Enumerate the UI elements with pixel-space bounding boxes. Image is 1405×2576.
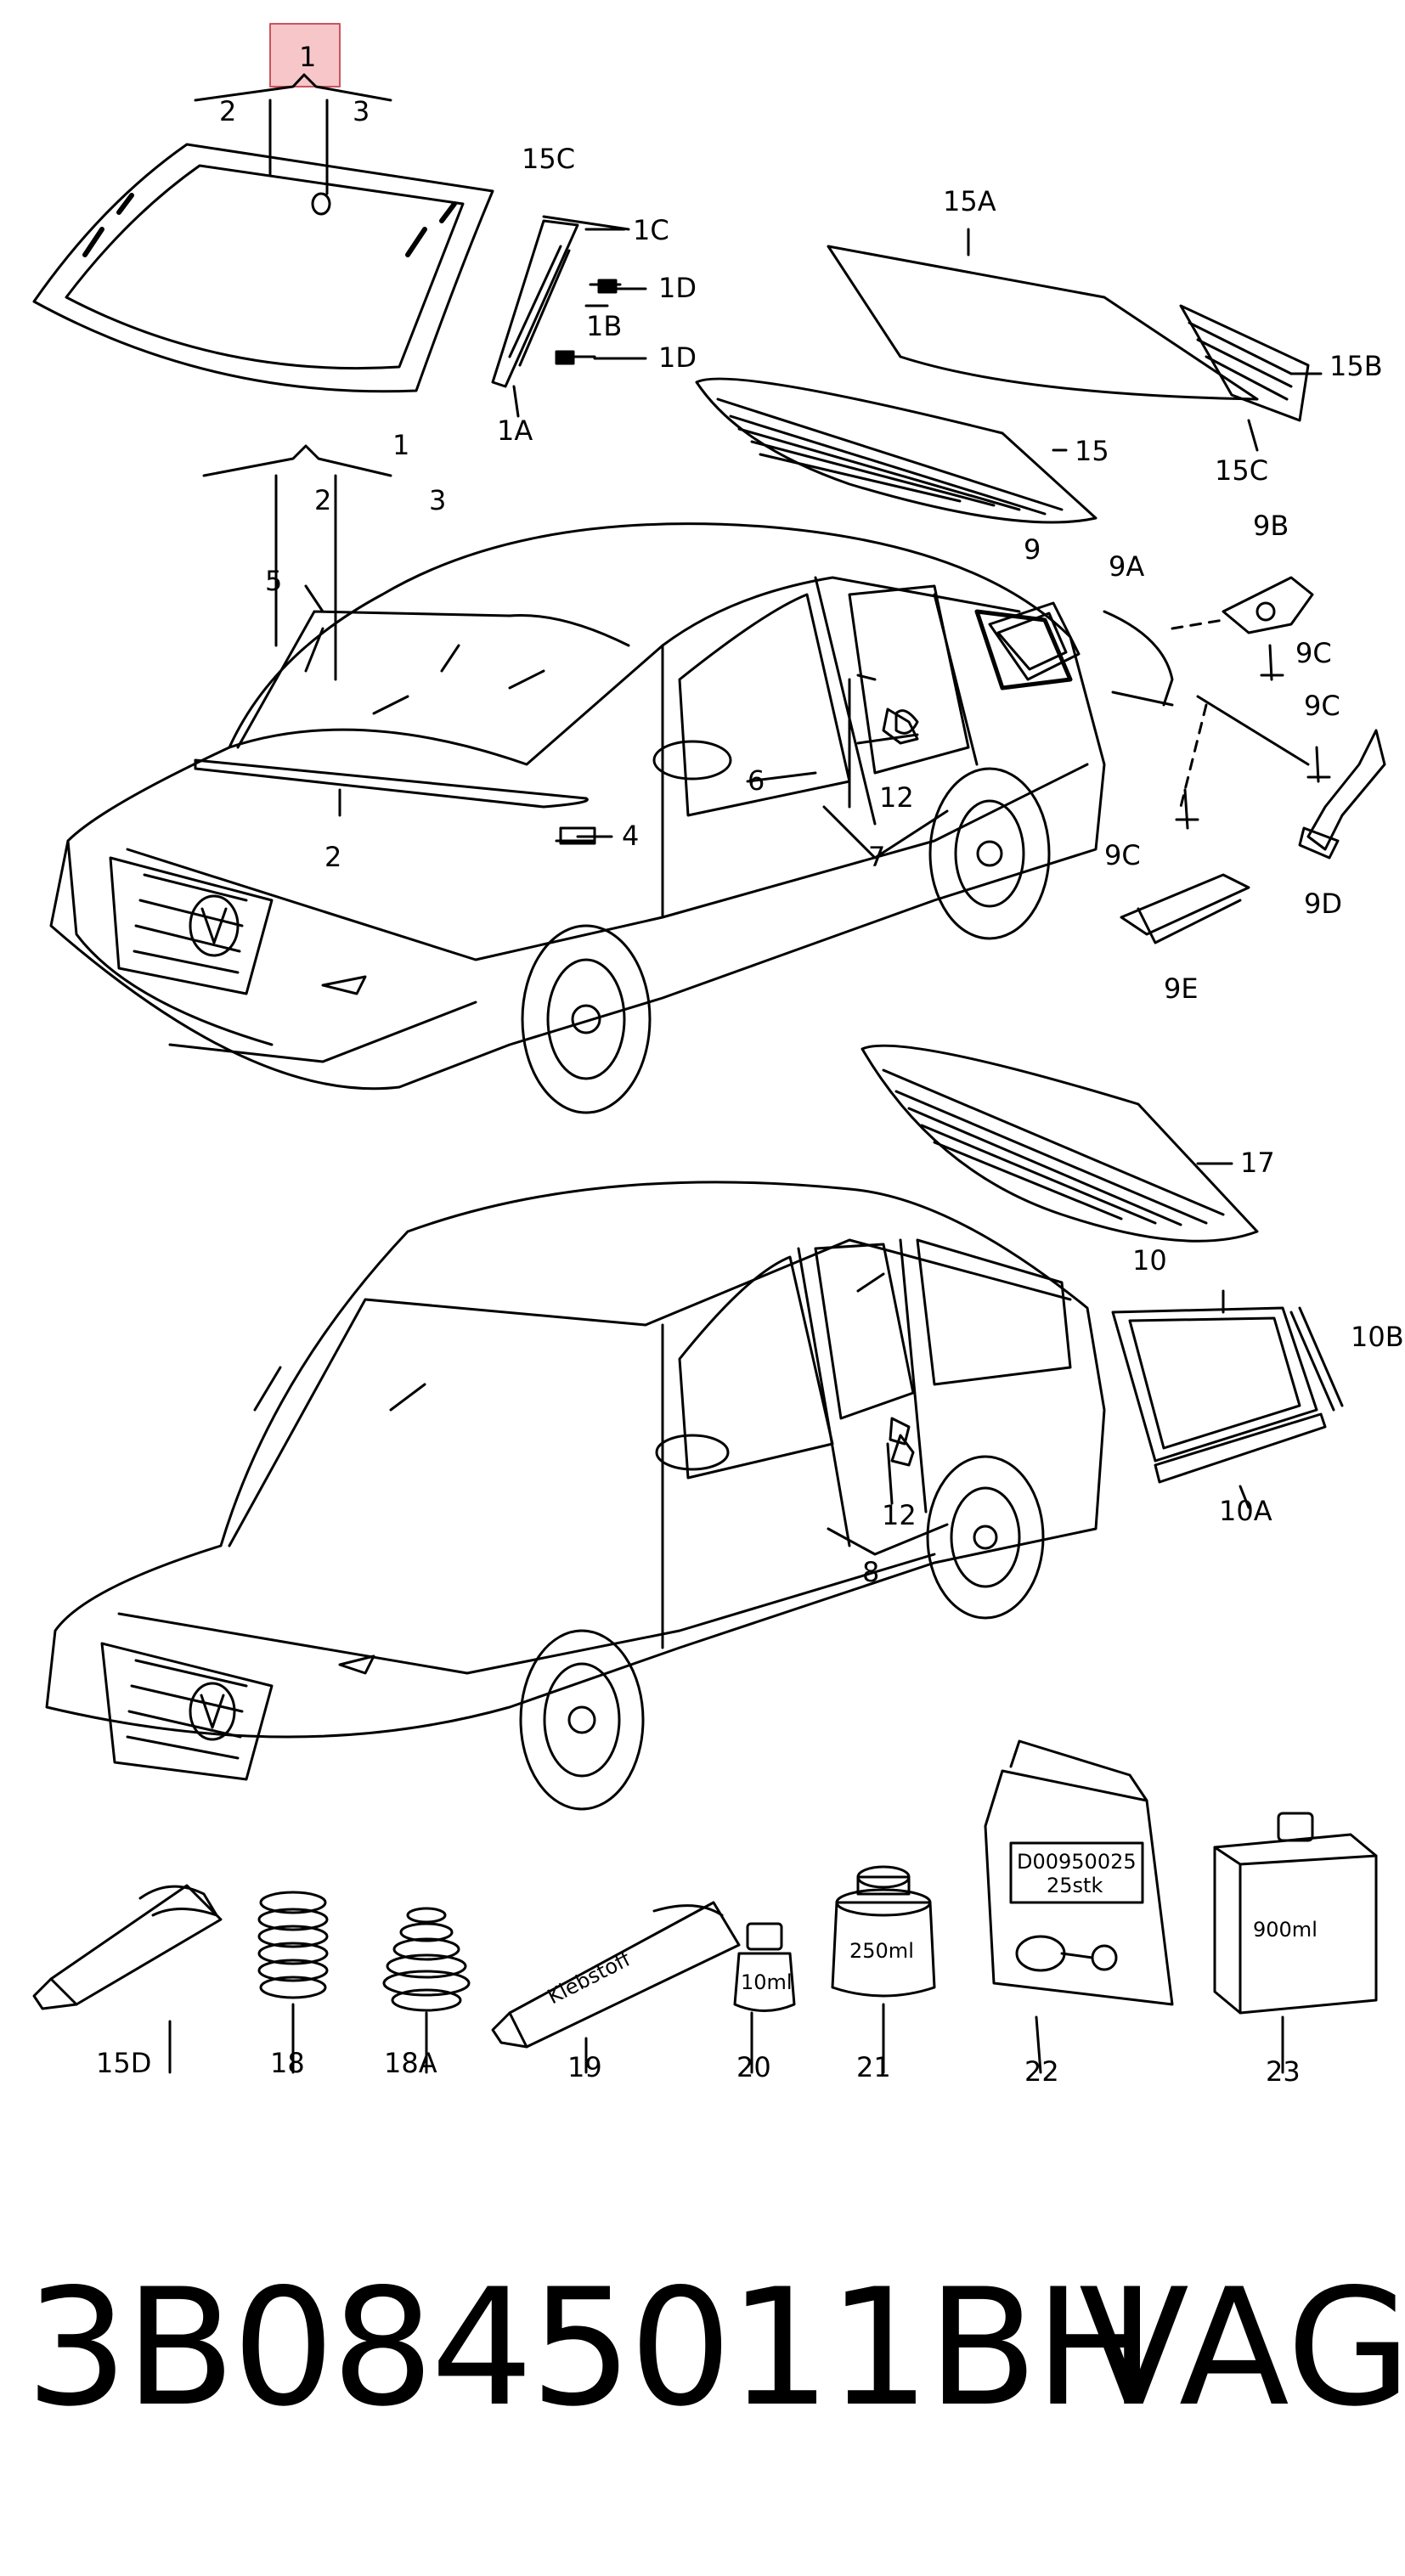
callout-15C: 15C — [1215, 454, 1268, 487]
callout-12-wagon: 12 — [882, 1499, 917, 1531]
callout-sedan-3: 3 — [429, 484, 446, 516]
callout-9C-c: 9C — [1104, 839, 1141, 871]
rear-corner-window-9 — [988, 601, 1174, 707]
callout-top-1: 1 — [299, 41, 316, 73]
callout-12-sedan: 12 — [879, 781, 914, 814]
sedan-illustration — [49, 522, 1106, 1114]
callout-10B: 10B — [1351, 1321, 1404, 1353]
label-klebstoff: Klebstoff — [544, 1947, 635, 2009]
callout-15A: 15A — [943, 185, 996, 217]
callout-9D: 9D — [1304, 888, 1342, 920]
callout-1C: 1C — [633, 214, 669, 246]
rear-quarter-glass-15 — [695, 377, 1097, 524]
callout-sedan-5: 5 — [265, 565, 282, 597]
callout-15C-top: 15C — [522, 143, 575, 175]
clip-part-9B — [1222, 576, 1314, 634]
callout-9: 9 — [1024, 533, 1041, 566]
callout-18A: 18A — [384, 2047, 437, 2079]
callout-9E: 9E — [1164, 972, 1199, 1005]
callout-1A: 1A — [497, 414, 533, 447]
callout-15B: 15B — [1329, 350, 1383, 382]
callout-19: 19 — [567, 2051, 602, 2083]
callout-8: 8 — [862, 1556, 879, 1588]
rear-window-15A — [827, 245, 1310, 422]
callout-sedan-2: 2 — [314, 484, 331, 516]
callout-9B: 9B — [1253, 510, 1289, 542]
callout-15: 15 — [1075, 435, 1109, 467]
part-number: 3B0845011BH — [25, 2254, 1156, 2442]
callout-15D: 15D — [96, 2047, 151, 2079]
callout-top-3: 3 — [353, 95, 370, 127]
tube-15D — [32, 1884, 223, 2010]
callout-1D-b: 1D — [658, 341, 697, 374]
callout-18: 18 — [270, 2047, 305, 2079]
callout-23: 23 — [1266, 2055, 1301, 2088]
bracket-part-9D — [1298, 729, 1386, 860]
label-10ml: 10ml — [741, 1970, 793, 1994]
callout-21: 21 — [856, 2051, 891, 2083]
bracket-part-9E — [1120, 873, 1250, 944]
callout-top-2: 2 — [219, 95, 236, 127]
rear-side-glass-17 — [860, 1044, 1259, 1243]
callout-9C-a: 9C — [1295, 637, 1332, 669]
wagon-illustration — [45, 1181, 1106, 1811]
callout-9C-b: 9C — [1304, 690, 1340, 722]
callout-1D-a: 1D — [658, 272, 697, 304]
callout-9A: 9A — [1109, 550, 1144, 583]
jar-21 — [831, 1865, 936, 1998]
windshield-part-1 — [32, 143, 494, 393]
canister-23 — [1213, 1812, 1378, 2015]
label-bag-code: D00950025 — [1017, 1850, 1137, 1874]
bag-22 — [984, 1739, 1174, 2006]
callout-6: 6 — [748, 764, 765, 797]
adhesive-tube-19 — [491, 1901, 741, 2049]
label-900ml: 900ml — [1253, 1918, 1318, 1942]
footer: 3B0845011BH VAG — [0, 2242, 1405, 2497]
callout-20: 20 — [736, 2051, 771, 2083]
callout-labels: 1 2 3 15C 1C 1D 1B 1D 1A 15A 15B 15C 15 … — [96, 41, 1404, 2088]
bottle-20 — [733, 1922, 796, 2012]
brand-name: VAG — [1079, 2254, 1405, 2442]
callout-sedan-2b: 2 — [324, 841, 341, 873]
callout-7: 7 — [868, 841, 885, 873]
rear-door-glass-10 — [1111, 1306, 1327, 1484]
label-250ml: 250ml — [849, 1939, 914, 1963]
callout-17: 17 — [1240, 1147, 1275, 1179]
callout-1B: 1B — [586, 310, 622, 342]
pillar-trim-parts — [491, 215, 647, 418]
callout-22: 22 — [1024, 2055, 1059, 2088]
callout-sedan-1: 1 — [392, 429, 409, 461]
spiral-18A — [382, 1907, 471, 2012]
callout-10: 10 — [1132, 1244, 1167, 1277]
callout-10A: 10A — [1219, 1495, 1272, 1527]
callout-4: 4 — [622, 820, 639, 852]
label-bag-qty: 25stk — [1047, 1874, 1103, 1897]
spiral-18 — [257, 1891, 329, 1999]
